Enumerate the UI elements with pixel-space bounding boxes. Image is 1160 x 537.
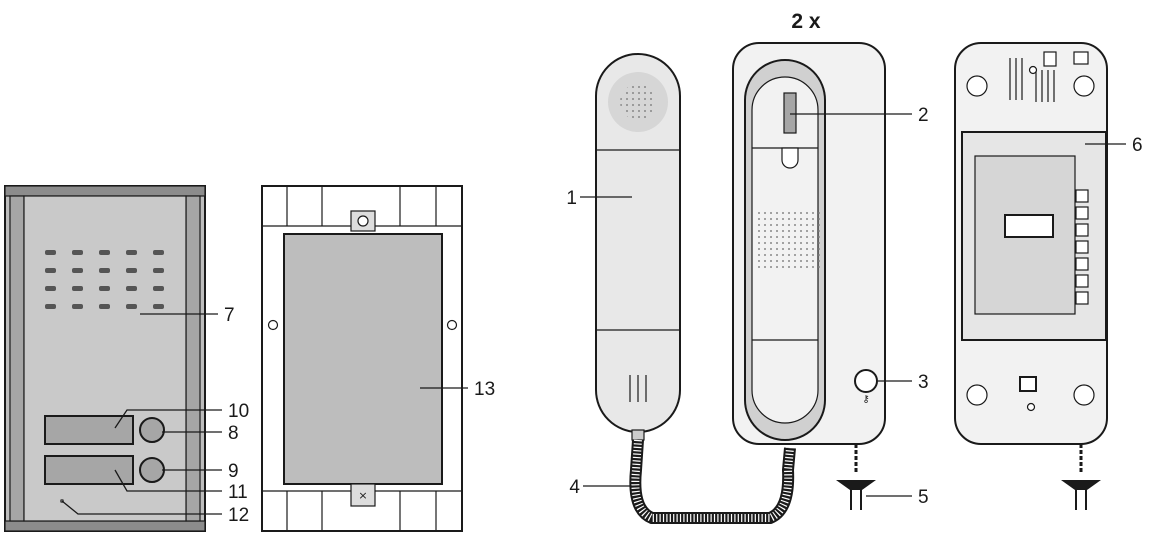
speaker-slot — [72, 304, 83, 309]
speaker-slot — [153, 268, 164, 273]
power-plug — [836, 480, 876, 490]
speaker-slot — [126, 250, 137, 255]
speaker-slot — [153, 304, 164, 309]
key-icon: ⚷ — [862, 394, 869, 405]
callout-7: 7 — [224, 305, 235, 326]
speaker-slot — [45, 304, 56, 309]
wiring-terminal — [1075, 206, 1089, 220]
callout-13: 13 — [474, 379, 495, 400]
callout-11: 11 — [228, 482, 248, 503]
screw-icon — [446, 319, 458, 331]
indoor-station-front: ⚷ — [732, 42, 886, 510]
wiring-terminal — [1075, 274, 1089, 288]
callout-8: 8 — [228, 423, 239, 444]
svg-text:×: × — [358, 489, 367, 502]
speaker-slot — [126, 286, 137, 291]
screw-icon — [267, 319, 279, 331]
speaker-grille-slots — [45, 250, 164, 309]
speaker-slot — [126, 268, 137, 273]
speaker-slot — [72, 286, 83, 291]
speaker-slot — [153, 250, 164, 255]
door-open-button[interactable] — [854, 369, 878, 393]
speaker-slot — [72, 250, 83, 255]
callout-2: 2 — [918, 105, 929, 126]
wiring-terminal — [1075, 257, 1089, 271]
call-button-2[interactable] — [139, 457, 165, 483]
screw-icon — [357, 215, 369, 227]
speaker-slot — [99, 250, 110, 255]
speaker-slot — [72, 268, 83, 273]
quantity-heading: 2 x — [791, 10, 821, 33]
call-button-1[interactable] — [139, 417, 165, 443]
callout-leaders — [61, 113, 1126, 515]
indoor-station-back — [954, 42, 1108, 510]
callout-10: 10 — [228, 401, 249, 422]
handset-cord — [629, 439, 796, 524]
wiring-terminal — [1075, 223, 1089, 237]
callout-1: 1 — [566, 188, 577, 209]
speaker-slot — [45, 250, 56, 255]
callout-3: 3 — [918, 372, 929, 393]
speaker-slot — [99, 304, 110, 309]
speaker-slot — [99, 268, 110, 273]
speaker-slot — [45, 268, 56, 273]
door-panel-front — [4, 185, 206, 532]
name-plate-1 — [44, 415, 134, 445]
speaker-slot — [99, 286, 110, 291]
callout-numbers: 1 2 3 4 5 6 7 8 9 10 11 12 13 — [224, 105, 1143, 526]
speaker-slot — [126, 304, 137, 309]
callout-6: 6 — [1132, 135, 1143, 156]
callout-12: 12 — [228, 505, 249, 526]
callout-4: 4 — [569, 477, 580, 498]
wiring-terminal — [1075, 240, 1089, 254]
callout-9: 9 — [228, 461, 239, 482]
callout-5: 5 — [918, 487, 929, 508]
speaker-slot — [45, 286, 56, 291]
power-plug — [1061, 480, 1101, 490]
handset — [595, 53, 681, 441]
name-plate-2 — [44, 455, 134, 485]
speaker-slot — [153, 286, 164, 291]
hook-switch[interactable] — [783, 92, 797, 134]
wiring-terminal — [1075, 291, 1089, 305]
door-panel-mounting-frame: × — [261, 185, 463, 532]
wiring-terminal — [1075, 189, 1089, 203]
